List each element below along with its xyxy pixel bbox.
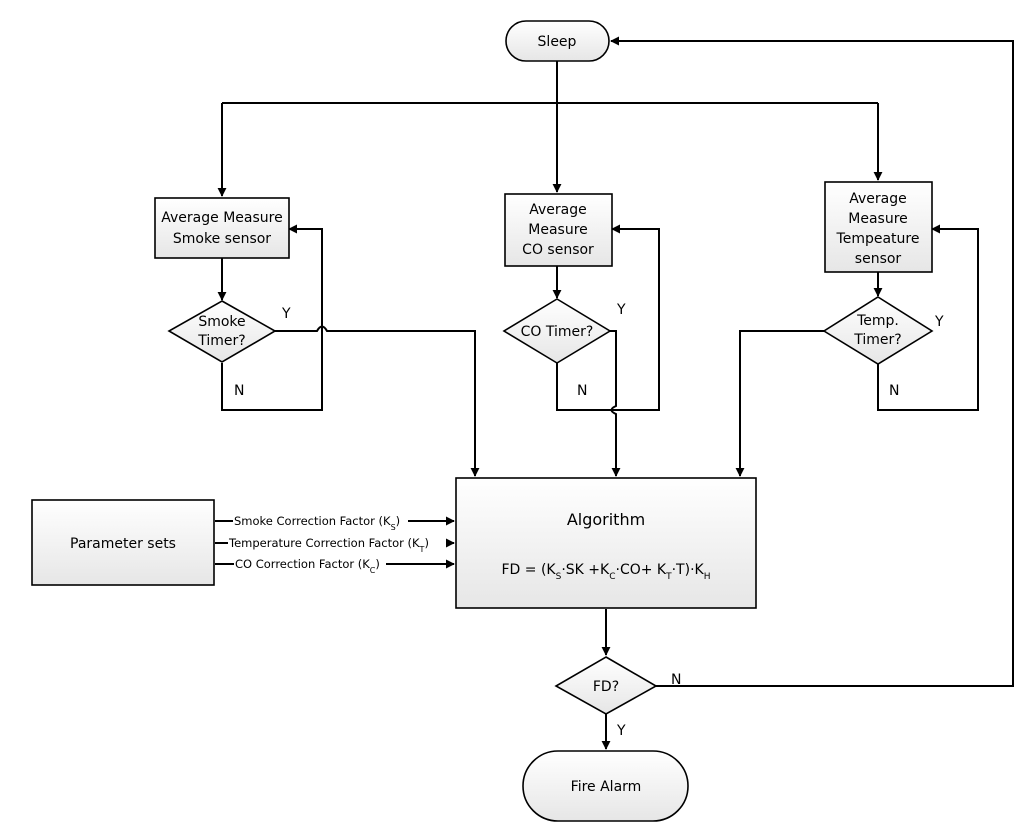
smoke-yes-label: Y [281, 306, 291, 322]
algorithm-node: Algorithm FD = (KS·SK +KC·CO+ KT·T)·KH [455, 477, 757, 609]
parameter-sets-label: Parameter sets [70, 536, 176, 552]
co-measure-node: Average Measure CO sensor [504, 193, 613, 267]
connectors [215, 36, 1014, 750]
param-smoke-label: Smoke Correction Factor (KS) [234, 514, 400, 532]
smoke-measure-line-2: Smoke sensor [173, 231, 271, 247]
co-no-label: N [577, 383, 587, 399]
param-temp-label: Temperature Correction Factor (KT) [228, 536, 429, 554]
smoke-no-label: N [234, 383, 244, 399]
co-timer-label: CO Timer? [521, 324, 594, 340]
sleep-node: Sleep [505, 20, 610, 62]
sleep-label: Sleep [538, 34, 577, 50]
edge-temp-no-loop [877, 224, 979, 411]
fire-alarm-label: Fire Alarm [571, 779, 642, 795]
temp-measure-line-2: Measure [848, 211, 908, 227]
temperature-timer-decision: Temp. Timer? [822, 296, 934, 365]
edge-co-yes-to-algorithm [610, 330, 621, 477]
fd-no-label: N [671, 672, 681, 688]
edge-fd-no-to-sleep [610, 36, 1014, 687]
fd-decision-label: FD? [593, 679, 619, 695]
fire-alarm-node: Fire Alarm [522, 750, 689, 822]
co-yes-label: Y [616, 302, 626, 318]
smoke-measure-line-1: Average Measure [161, 210, 282, 226]
edge-smoke-no-loop [221, 224, 323, 411]
smoke-timer-decision: Smoke Timer? [167, 300, 277, 363]
temp-yes-label: Y [934, 314, 944, 330]
edge-co-no-loop [556, 224, 660, 411]
co-timer-decision: CO Timer? [502, 298, 612, 364]
co-measure-line-1: Average [529, 202, 587, 218]
fd-yes-label: Y [616, 723, 626, 739]
smoke-timer-line-1: Smoke [198, 314, 245, 330]
smoke-timer-line-2: Timer? [197, 333, 245, 349]
algorithm-formula: FD = (KS·SK +KC·CO+ KT·T)·KH [501, 562, 710, 582]
edge-temp-yes-to-algorithm [735, 330, 824, 477]
temp-measure-line-1: Average [849, 191, 907, 207]
smoke-measure-node: Average Measure Smoke sensor [154, 197, 290, 259]
temperature-measure-node: Average Measure Tempeature sensor [824, 181, 933, 273]
temp-timer-line-1: Temp. [856, 313, 899, 329]
algorithm-title: Algorithm [567, 510, 645, 529]
co-measure-line-3: CO sensor [522, 242, 594, 258]
temp-measure-line-3: Tempeature [836, 231, 920, 247]
temp-no-label: N [889, 383, 899, 399]
edge-smoke-yes-to-algorithm [275, 325, 480, 477]
temp-measure-line-4: sensor [855, 251, 902, 267]
param-co-label: CO Correction Factor (KC) [235, 557, 380, 575]
parameter-sets-node: Parameter sets [31, 499, 215, 586]
temp-timer-line-2: Timer? [853, 332, 901, 348]
fd-decision: FD? [554, 656, 658, 715]
co-measure-line-2: Measure [528, 222, 588, 238]
